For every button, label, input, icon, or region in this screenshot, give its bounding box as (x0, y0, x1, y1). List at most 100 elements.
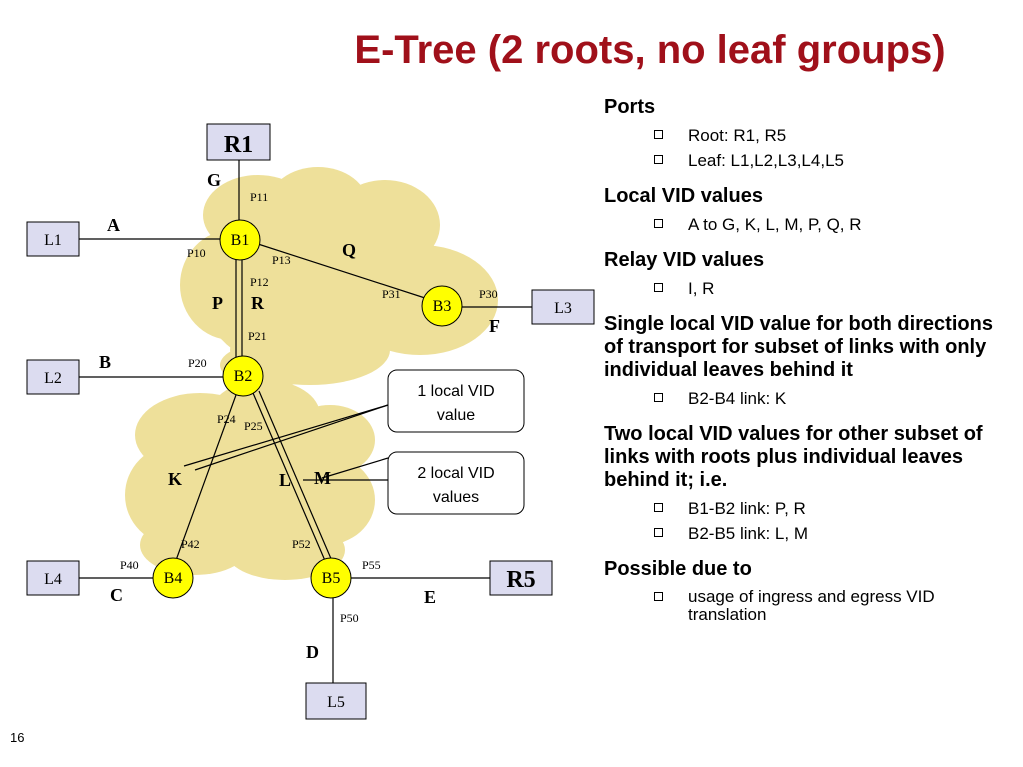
checkbox-bullet-icon (654, 155, 663, 164)
callout-one-line1: 1 local VID (417, 383, 494, 400)
port-label-p31: P31 (382, 287, 401, 301)
bridge-b5: B5 (310, 557, 352, 599)
leaf-port-l2-label: L2 (44, 370, 62, 387)
single-local-vid-heading: Single local VID value for both directio… (604, 313, 993, 381)
leaf-port-l4-label: L4 (44, 571, 62, 588)
checkbox-bullet-icon (654, 503, 663, 512)
single-local-vid-item: B2-B4 link: K (604, 389, 1004, 408)
bridge-b5-label: B5 (322, 570, 341, 587)
relay-vid-item-text: I, R (688, 279, 715, 298)
checkbox-bullet-icon (654, 219, 663, 228)
callout-two-line1: 2 local VID (417, 465, 494, 482)
ports-item-leaf-text: Leaf: L1,L2,L3,L4,L5 (688, 151, 844, 170)
checkbox-bullet-icon (654, 592, 663, 601)
local-vid-item-text: A to G, K, L, M, P, Q, R (688, 215, 862, 234)
callout-line-2a (321, 457, 389, 479)
port-label-p55: P55 (362, 558, 381, 572)
leaf-port-l3: L3 (531, 289, 595, 325)
root-port-r5: R5 (489, 560, 553, 596)
leaf-port-l5: L5 (305, 682, 367, 720)
single-local-vid-item-text: B2-B4 link: K (688, 389, 787, 408)
notes-column: Ports Root: R1, R5 Leaf: L1,L2,L3,L4,L5 … (604, 96, 1004, 624)
upper-cloud (180, 167, 498, 387)
bridge-b3-label: B3 (433, 298, 452, 315)
port-label-p30: P30 (479, 287, 498, 301)
lower-cloud (125, 380, 375, 580)
bridge-b2: B2 (222, 355, 264, 397)
port-label-p42: P42 (181, 537, 200, 551)
link-label-a: A (107, 215, 120, 235)
bridge-b2-label: B2 (234, 368, 253, 385)
bridge-b3: B3 (421, 285, 463, 327)
port-label-p12: P12 (250, 275, 269, 289)
link-label-m: M (314, 468, 331, 488)
leaf-port-l1-label: L1 (44, 232, 62, 249)
callout-line-1b (183, 404, 389, 467)
two-local-vid-item-b2b5-text: B2-B5 link: L, M (688, 524, 808, 543)
port-label-p40: P40 (120, 558, 139, 572)
callout-two-local-vid: 2 local VID values (387, 451, 525, 515)
root-port-r1: R1 (206, 123, 271, 161)
checkbox-bullet-icon (654, 393, 663, 402)
possible-heading: Possible due to (604, 558, 752, 580)
links (79, 160, 532, 683)
leaf-port-l3-label: L3 (554, 300, 572, 317)
leaf-port-l2: L2 (26, 359, 80, 395)
e-tree-diagram: R1 R5 L1 L2 L3 L4 L5 B1 (26, 123, 595, 720)
link-b2-b5-l (252, 392, 327, 564)
link-label-d: D (306, 642, 319, 662)
two-local-vid-item-b2b5: B2-B5 link: L, M (604, 524, 1004, 543)
leaf-port-l1: L1 (26, 221, 80, 257)
link-label-r: R (251, 293, 265, 313)
leaf-port-l5-label: L5 (327, 694, 345, 711)
callout-two-line2: values (433, 489, 479, 506)
ports-item-root-text: Root: R1, R5 (688, 126, 787, 145)
port-boxes: R1 R5 L1 L2 L3 L4 L5 (26, 123, 595, 720)
local-vid-heading: Local VID values (604, 185, 763, 207)
link-b1-b3 (257, 243, 426, 299)
link-label-q: Q (342, 240, 356, 260)
callout-line-1a (194, 404, 389, 471)
link-label-k: K (168, 469, 182, 489)
port-label-p25: P25 (244, 419, 263, 433)
two-local-vid-item-b1b2: B1-B2 link: P, R (604, 499, 1004, 518)
ports-item-root: Root: R1, R5 (604, 126, 1004, 145)
local-vid-item: A to G, K, L, M, P, Q, R (604, 215, 1004, 234)
port-label-p11: P11 (250, 190, 268, 204)
relay-vid-heading: Relay VID values (604, 249, 765, 271)
bridge-b1: B1 (219, 219, 261, 261)
two-local-vid-item-b1b2-text: B1-B2 link: P, R (688, 499, 806, 518)
port-label-p21: P21 (248, 329, 267, 343)
callout-one-local-vid: 1 local VID value (387, 369, 525, 433)
link-label-e: E (424, 587, 436, 607)
callout-one-line2: value (437, 407, 475, 424)
bridge-b4: B4 (152, 557, 194, 599)
page-number: 16 (10, 730, 25, 745)
possible-item-text: usage of ingress and egress VID translat… (688, 587, 935, 624)
checkbox-bullet-icon (654, 130, 663, 139)
two-local-vid-heading: Two local VID values for other subset of… (604, 423, 983, 491)
ports-item-leaf: Leaf: L1,L2,L3,L4,L5 (604, 151, 1004, 170)
checkbox-bullet-icon (654, 528, 663, 537)
ports-heading: Ports (604, 96, 656, 118)
link-letter-labels: G A Q P R F B K L M C E D (99, 170, 500, 662)
link-label-c: C (110, 585, 123, 605)
link-label-f: F (489, 316, 500, 336)
slide-title: E-Tree (2 roots, no leaf groups) (354, 28, 946, 72)
port-label-p13: P13 (272, 253, 291, 267)
leaf-port-l4: L4 (26, 560, 80, 596)
port-label-p10: P10 (187, 246, 206, 260)
possible-item: usage of ingress and egress VID translat… (604, 588, 1004, 624)
relay-vid-item: I, R (604, 279, 1004, 298)
link-label-b: B (99, 352, 111, 372)
port-label-p50: P50 (340, 611, 359, 625)
port-label-p20: P20 (188, 356, 207, 370)
link-label-p: P (212, 293, 223, 313)
link-label-g: G (207, 170, 221, 190)
port-label-p52: P52 (292, 537, 311, 551)
port-label-p24: P24 (217, 412, 236, 426)
port-number-labels: P11 P10 P13 P12 P31 P30 P21 P20 P24 P25 … (120, 190, 498, 625)
bridges: B1 B2 B3 B4 B5 (152, 219, 463, 599)
root-port-r1-label: R1 (224, 132, 253, 158)
checkbox-bullet-icon (654, 283, 663, 292)
